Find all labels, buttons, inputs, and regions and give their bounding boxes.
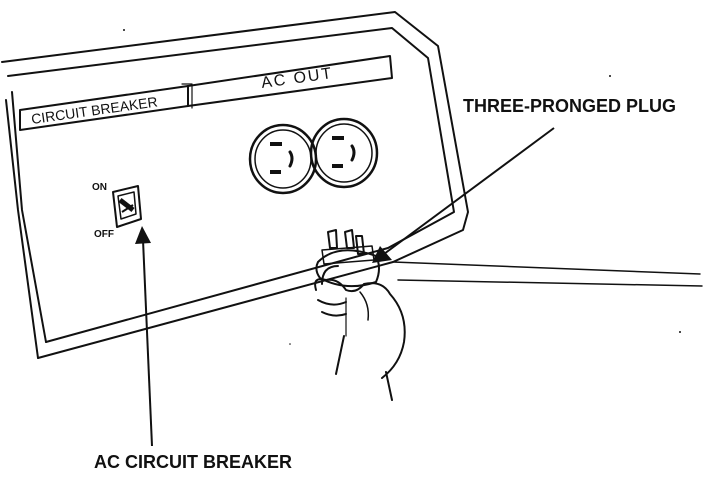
scan-specks [123,29,681,345]
plug-callout-label: THREE-PRONGED PLUG [463,96,677,116]
plug-in-hand [314,229,406,401]
callout-arrows [135,127,555,447]
outlet-right [309,117,379,189]
outlet-left [248,123,318,195]
header-strips [19,55,393,131]
switch-on-label: ON [92,182,107,193]
switch-off-label: OFF [94,229,114,240]
breaker-callout-label: AC CIRCUIT BREAKER [94,452,292,472]
breaker-switch [112,185,142,228]
